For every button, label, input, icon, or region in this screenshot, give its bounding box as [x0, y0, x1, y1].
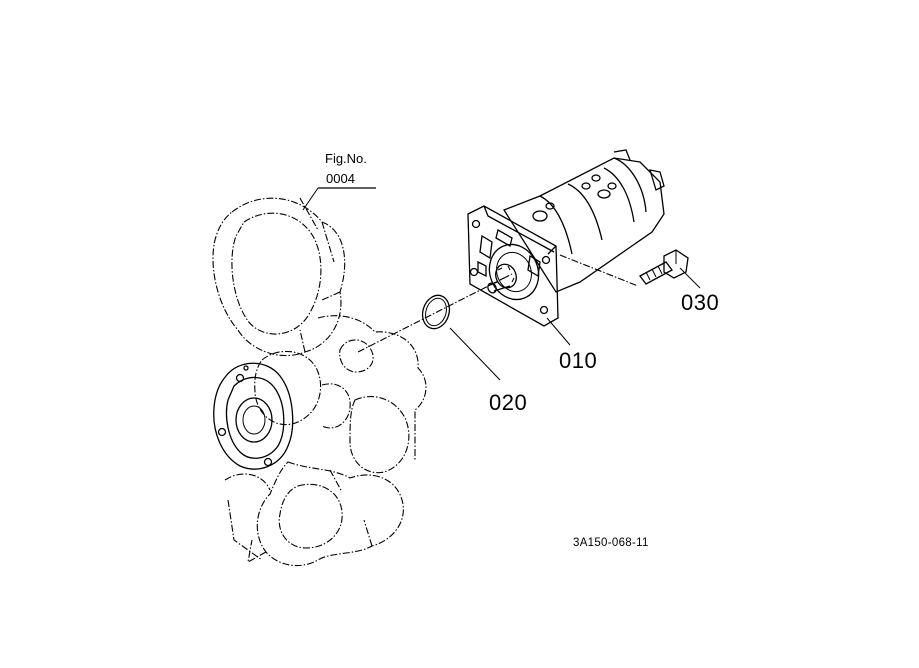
gear-case-cover	[213, 362, 294, 470]
part-callout-030[interactable]: 030	[681, 290, 719, 315]
figure-ref-number: 0004	[326, 171, 355, 186]
figure-ref-label: Fig.No.	[325, 151, 367, 166]
o-ring-020	[421, 294, 451, 330]
hydraulic-pump-010	[467, 149, 665, 327]
leader-lines	[302, 187, 701, 381]
bolt-030	[639, 249, 689, 285]
engine-housing-phantom	[212, 197, 427, 567]
drawing-code: 3A150-068-11	[573, 537, 649, 549]
part-callout-010[interactable]: 010	[559, 348, 597, 373]
part-callout-020[interactable]: 020	[489, 390, 527, 415]
